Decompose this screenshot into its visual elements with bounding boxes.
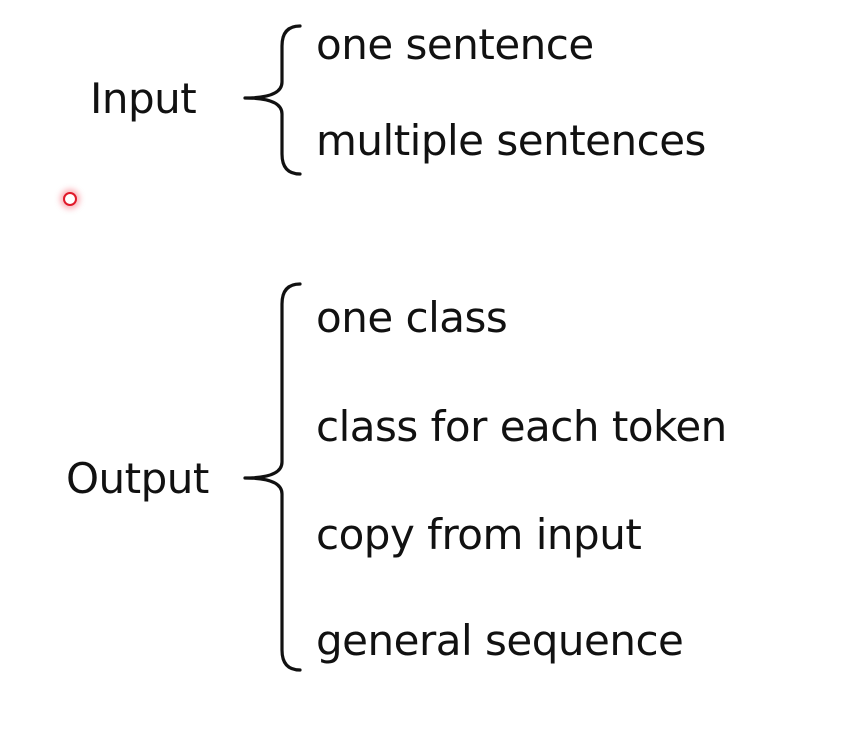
output-option-general-sequence: general sequence bbox=[316, 616, 684, 665]
output-option-copy-from-input: copy from input bbox=[316, 510, 642, 559]
input-brace bbox=[243, 24, 302, 176]
output-brace bbox=[243, 282, 302, 672]
input-label: Input bbox=[90, 74, 197, 123]
input-option-one-sentence: one sentence bbox=[316, 20, 594, 69]
laser-pointer-dot bbox=[63, 192, 77, 206]
output-option-class-for-each-token: class for each token bbox=[316, 402, 727, 451]
input-option-multiple-sentences: multiple sentences bbox=[316, 116, 706, 165]
output-option-one-class: one class bbox=[316, 293, 508, 342]
output-label: Output bbox=[66, 454, 209, 503]
